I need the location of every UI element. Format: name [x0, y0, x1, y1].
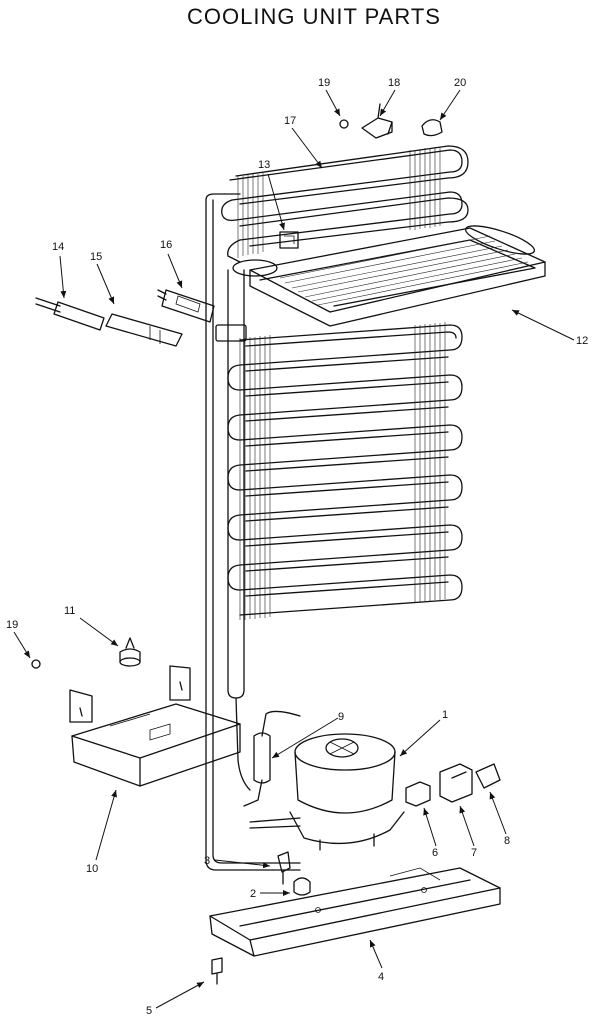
evaporator-shelf — [232, 225, 546, 327]
callout-7: 7 — [471, 847, 477, 859]
callout-17: 17 — [284, 115, 296, 127]
upper-condenser-coil — [221, 145, 469, 263]
callout-9: 9 — [338, 711, 344, 723]
thermostat-parts — [35, 289, 215, 347]
compressor — [249, 733, 405, 851]
callout-20: 20 — [454, 77, 466, 89]
suction-tube — [215, 269, 251, 791]
mounting-hardware — [277, 851, 311, 896]
callout-2: 2 — [250, 888, 256, 900]
callout-10: 10 — [86, 863, 98, 875]
callout-16: 16 — [160, 239, 172, 251]
callout-18: 18 — [388, 77, 400, 89]
callout-12: 12 — [576, 335, 588, 347]
callout-13: 13 — [258, 159, 270, 171]
callout-19-left: 19 — [6, 619, 18, 631]
callout-3: 3 — [204, 855, 210, 867]
callout-1: 1 — [442, 709, 448, 721]
base-rail — [209, 867, 501, 957]
callout-15: 15 — [90, 251, 102, 263]
leaders — [13, 89, 575, 1009]
control-knob — [119, 637, 141, 667]
bracket-hardware — [339, 103, 443, 139]
callout-5: 5 — [146, 1005, 152, 1017]
lower-condenser-coil — [227, 322, 463, 620]
page-title: COOLING UNIT PARTS — [187, 4, 441, 29]
screw-left — [31, 659, 41, 669]
frame-tube — [205, 193, 301, 871]
callout-labels: 1 2 3 4 5 6 7 8 9 10 11 12 13 14 15 16 1… — [6, 77, 588, 1017]
callout-14: 14 — [52, 241, 64, 253]
screw — [211, 957, 223, 985]
tube-clip — [279, 231, 299, 249]
callout-11: 11 — [64, 605, 75, 617]
callout-6: 6 — [432, 847, 438, 859]
callout-8: 8 — [504, 835, 510, 847]
drip-tray — [69, 665, 241, 787]
callout-19-top: 19 — [318, 77, 330, 89]
relay-parts — [405, 763, 501, 807]
callout-4: 4 — [378, 971, 384, 983]
filter-drier — [243, 710, 301, 807]
